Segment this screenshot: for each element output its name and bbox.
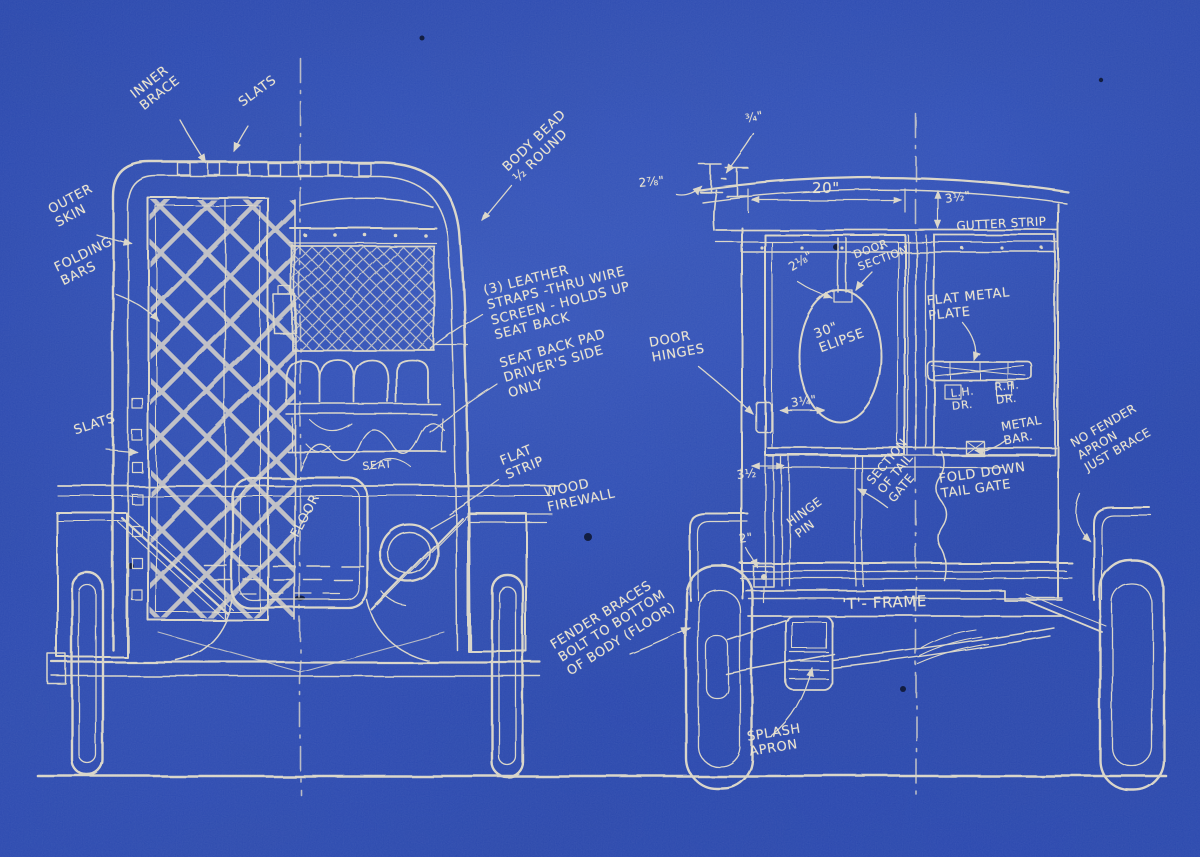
left-view-wheels <box>70 571 525 779</box>
leader-lines <box>95 119 1091 737</box>
round-tank <box>378 513 455 607</box>
folding-bars-lattice <box>147 197 296 621</box>
right-view-left-wheel <box>684 564 754 790</box>
left-truck-drawing <box>47 57 559 795</box>
seat-back-and-springs <box>285 359 447 471</box>
label-rh-dr: R.H. DR. <box>993 378 1020 407</box>
tailgate <box>739 440 1073 586</box>
dim-2: 2" <box>738 530 754 546</box>
wire-screen <box>289 227 437 351</box>
dim-3-1-2-pillar: 3½ <box>736 465 758 482</box>
label-seat: SEAT <box>361 457 393 473</box>
dim-2-7-8: 2⅞" <box>638 173 666 190</box>
right-fender-brace <box>1093 507 1151 601</box>
label-t-frame: 'T'- FRAME <box>841 592 928 613</box>
roof-slat-tabs <box>177 162 371 176</box>
door-hinge-detail <box>755 401 772 433</box>
right-body-panel <box>933 234 1056 456</box>
axle-sweep <box>831 627 1055 669</box>
right-lower-panel <box>467 512 527 652</box>
left-lower-panel <box>56 512 128 658</box>
flat-metal-plate-sketch <box>927 361 1033 399</box>
floor-box <box>204 476 369 610</box>
hinge-pin-detail <box>752 565 774 603</box>
ellipse-30in <box>798 289 882 423</box>
fold-line-wavy <box>935 451 947 581</box>
door-jamb <box>907 234 935 456</box>
label-lh-dr: L.H. DR. <box>949 384 975 413</box>
side-slat-tabs <box>131 397 143 601</box>
left-fender-brace <box>689 513 749 601</box>
dim-20: 20" <box>812 179 840 197</box>
right-view-right-wheel <box>1098 558 1166 792</box>
splash-apron-detail <box>785 615 833 691</box>
